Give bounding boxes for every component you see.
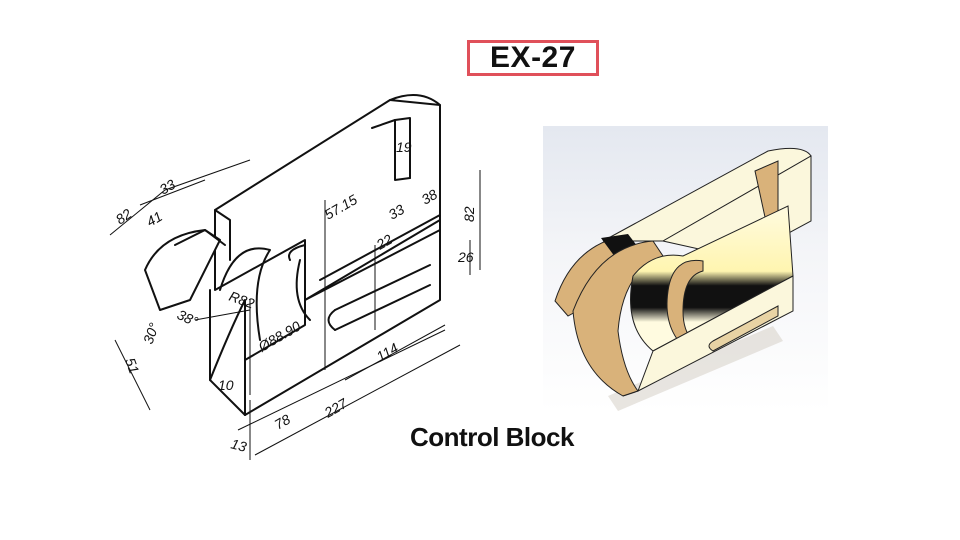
dim-33-top: 33 — [157, 176, 179, 198]
dim-114: 114 — [374, 339, 402, 364]
dim-26: 26 — [457, 249, 474, 265]
cad-3d-render — [543, 126, 828, 412]
dim-10: 10 — [218, 377, 234, 393]
dim-dia-88-90: Ø88.90 — [255, 318, 304, 355]
dim-22: 22 — [373, 231, 396, 253]
exercise-label-box: EX-27 — [467, 40, 599, 76]
dim-41: 41 — [144, 208, 165, 230]
dim-82-left: 82 — [113, 205, 135, 227]
dim-51: 51 — [122, 356, 142, 376]
isometric-technical-drawing: 82 33 41 57.15 19 33 38 82 22 26 R82 Ø88… — [95, 80, 515, 470]
exercise-label: EX-27 — [490, 41, 576, 74]
dim-82-right: 82 — [461, 206, 477, 222]
dim-33-mid: 33 — [386, 201, 408, 223]
dim-angle-30: 30° — [140, 320, 162, 346]
dim-38: 38 — [419, 186, 441, 208]
dim-r82: R82 — [227, 288, 257, 312]
dim-13: 13 — [229, 435, 248, 455]
dim-19: 19 — [396, 139, 412, 155]
dim-angle-38: 38° — [175, 306, 201, 330]
drawing-caption: Control Block — [410, 422, 574, 452]
dim-78: 78 — [272, 411, 294, 433]
